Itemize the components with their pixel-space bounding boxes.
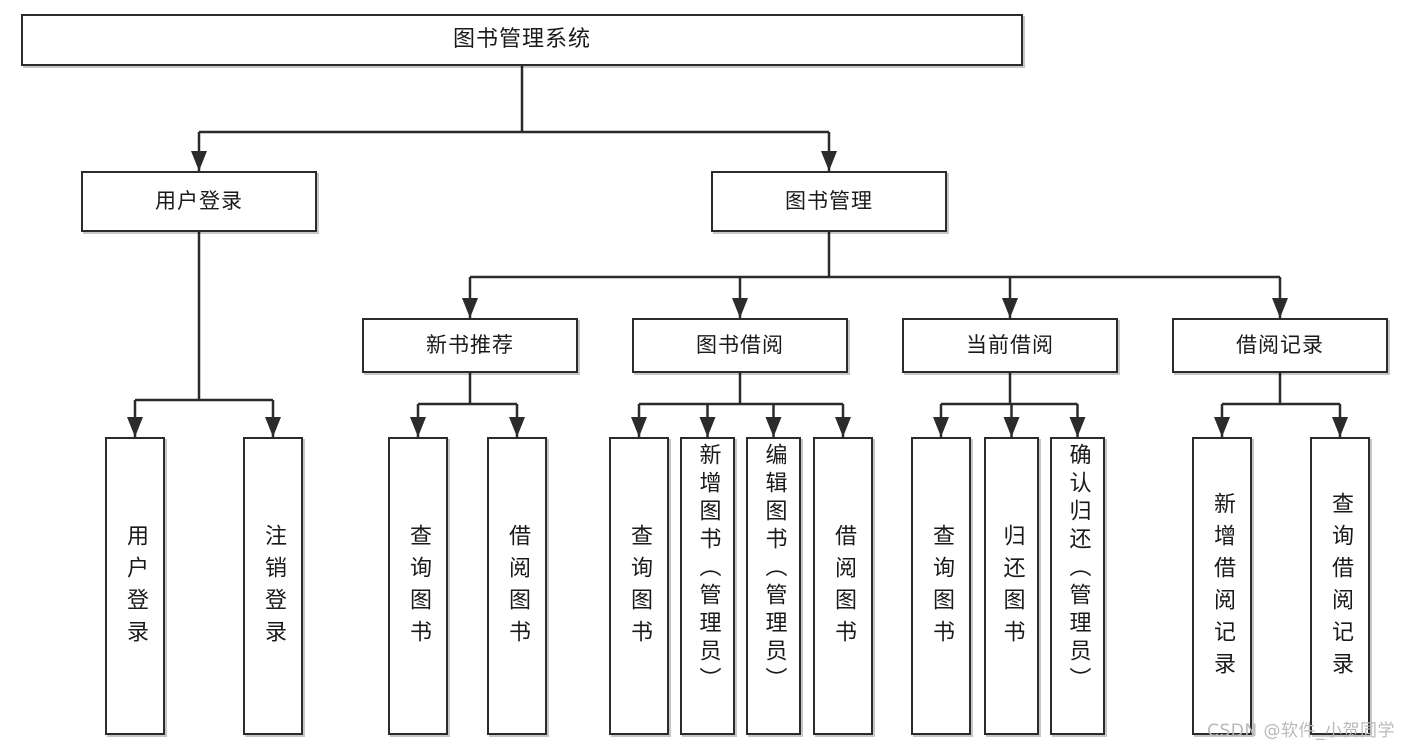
arrowhead-l13 xyxy=(1332,417,1348,437)
node-box-l7[interactable]: 编辑图书（管理员） xyxy=(746,437,801,735)
node-box-l10[interactable]: 归还图书 xyxy=(984,437,1039,735)
node-label-l7: 编辑图书（管理员） xyxy=(761,443,787,695)
node-box-l6[interactable]: 新增图书（管理员） xyxy=(680,437,735,735)
arrowhead-l6 xyxy=(699,417,716,437)
node-box-n3c[interactable]: 当前借阅 xyxy=(902,318,1118,373)
node-label-l5: 查询图书 xyxy=(627,524,652,652)
node-label-n3d: 借阅记录 xyxy=(1236,332,1324,357)
node-box-n3d[interactable]: 借阅记录 xyxy=(1172,318,1388,373)
node-label-n2a: 用户登录 xyxy=(155,188,243,213)
arrowhead-l12 xyxy=(1214,417,1230,437)
node-label-n3c: 当前借阅 xyxy=(966,332,1054,357)
node-box-l3[interactable]: 查询图书 xyxy=(388,437,448,735)
node-label-l4: 借阅图书 xyxy=(505,524,530,652)
node-label-l3: 查询图书 xyxy=(406,524,431,652)
node-box-l8[interactable]: 借阅图书 xyxy=(813,437,873,735)
arrowhead-n3d xyxy=(1272,298,1288,318)
arrowhead-l4 xyxy=(509,417,525,437)
arrowhead-n3a xyxy=(462,298,478,318)
arrowhead-l11 xyxy=(1069,417,1086,437)
node-box-l13[interactable]: 查询借阅记录 xyxy=(1310,437,1370,735)
arrowhead-l10 xyxy=(1003,417,1020,437)
arrowhead-l9 xyxy=(933,417,949,437)
node-box-l9[interactable]: 查询图书 xyxy=(911,437,971,735)
node-label-l8: 借阅图书 xyxy=(831,524,856,652)
arrowhead-n3b xyxy=(732,298,748,318)
node-label-l9: 查询图书 xyxy=(929,524,954,652)
arrowhead-l1 xyxy=(127,417,143,437)
node-label-l6: 新增图书（管理员） xyxy=(695,443,721,695)
arrowhead-l8 xyxy=(835,417,851,437)
node-label-l13: 查询借阅记录 xyxy=(1328,492,1353,684)
arrowhead-n3c xyxy=(1002,298,1018,318)
node-box-l2[interactable]: 注销登录 xyxy=(243,437,303,735)
node-box-l1[interactable]: 用户登录 xyxy=(105,437,165,735)
node-box-root[interactable]: 图书管理系统 xyxy=(21,14,1023,66)
node-label-root: 图书管理系统 xyxy=(452,26,591,52)
node-box-n2b[interactable]: 图书管理 xyxy=(711,171,947,232)
node-box-n3a[interactable]: 新书推荐 xyxy=(362,318,578,373)
node-label-n2b: 图书管理 xyxy=(785,188,873,213)
node-label-l11: 确认归还（管理员） xyxy=(1065,443,1091,695)
arrowhead-l7 xyxy=(765,417,782,437)
arrowhead-l5 xyxy=(631,417,647,437)
node-label-n3a: 新书推荐 xyxy=(426,332,514,357)
node-box-n3b[interactable]: 图书借阅 xyxy=(632,318,848,373)
node-label-l1: 用户登录 xyxy=(123,524,148,652)
arrowhead-n2b xyxy=(821,151,837,171)
node-label-n3b: 图书借阅 xyxy=(696,332,784,357)
node-label-l2: 注销登录 xyxy=(261,524,286,652)
node-box-l11[interactable]: 确认归还（管理员） xyxy=(1050,437,1105,735)
arrowhead-l2 xyxy=(265,417,281,437)
arrowhead-l3 xyxy=(410,417,426,437)
arrowhead-n2a xyxy=(191,151,207,171)
node-label-l12: 新增借阅记录 xyxy=(1210,492,1235,684)
node-box-n2a[interactable]: 用户登录 xyxy=(81,171,317,232)
node-label-l10: 归还图书 xyxy=(999,524,1025,652)
node-box-l5[interactable]: 查询图书 xyxy=(609,437,669,735)
watermark-text: CSDN @软件_小贺同学 xyxy=(1207,721,1395,741)
node-box-l4[interactable]: 借阅图书 xyxy=(487,437,547,735)
node-box-l12[interactable]: 新增借阅记录 xyxy=(1192,437,1252,735)
